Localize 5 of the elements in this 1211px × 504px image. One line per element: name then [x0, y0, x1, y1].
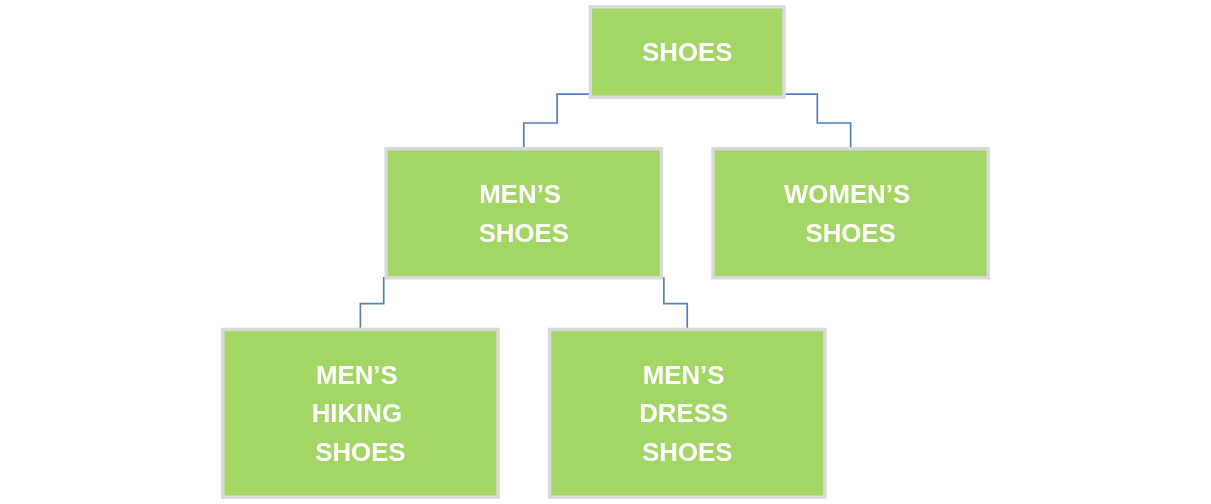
node-box: WOMEN’S SHOES — [711, 147, 990, 280]
node-box: MEN’S SHOES — [384, 147, 664, 280]
node-box: MEN’S HIKING SHOES — [221, 327, 500, 499]
node-box: SHOES — [588, 5, 786, 99]
node-box: MEN’S DRESS SHOES — [547, 327, 827, 499]
